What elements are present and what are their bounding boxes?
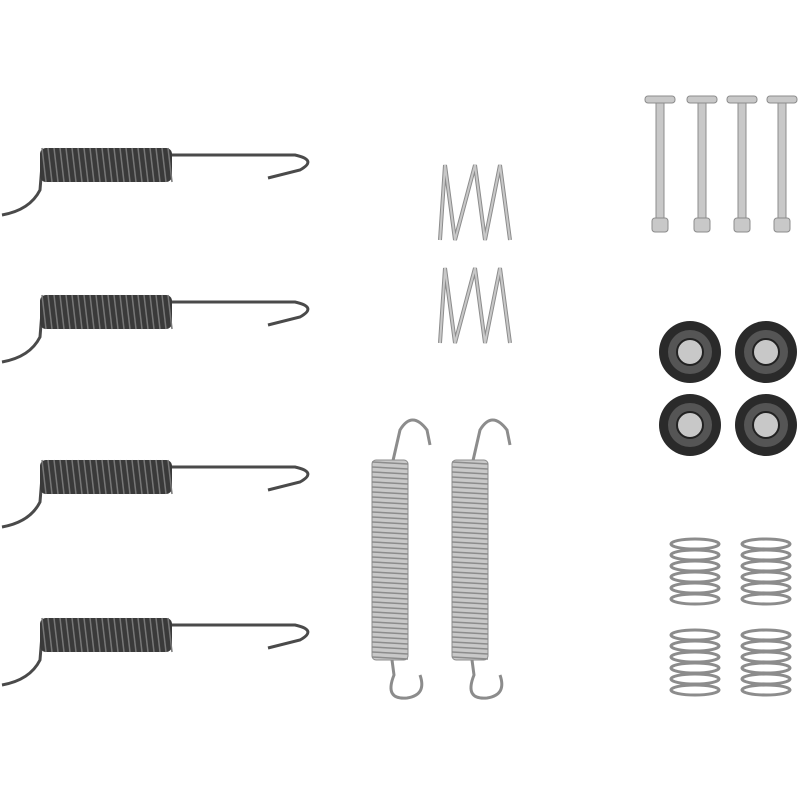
return-spring-2: [1, 294, 310, 364]
retainer-cup-4: [735, 394, 797, 456]
zigzag-spring-2: [438, 267, 512, 344]
tension-spring-1: [371, 418, 432, 700]
return-spring-3: [1, 459, 310, 529]
retainer-cup-2: [735, 321, 797, 383]
zigzag-spring-1: [438, 164, 512, 241]
hold-down-pin-4: [766, 95, 798, 233]
return-spring-4: [1, 617, 310, 687]
return-spring-1: [1, 147, 310, 217]
hold-down-pin-3: [726, 95, 758, 233]
hold-down-pin-2: [686, 95, 718, 233]
retainer-cup-1: [659, 321, 721, 383]
compression-spring-1: [669, 537, 721, 606]
compression-spring-4: [740, 628, 792, 697]
hold-down-pin-1: [644, 95, 676, 233]
tension-spring-2: [451, 418, 512, 700]
compression-spring-3: [669, 628, 721, 697]
retainer-cup-3: [659, 394, 721, 456]
compression-spring-2: [740, 537, 792, 606]
